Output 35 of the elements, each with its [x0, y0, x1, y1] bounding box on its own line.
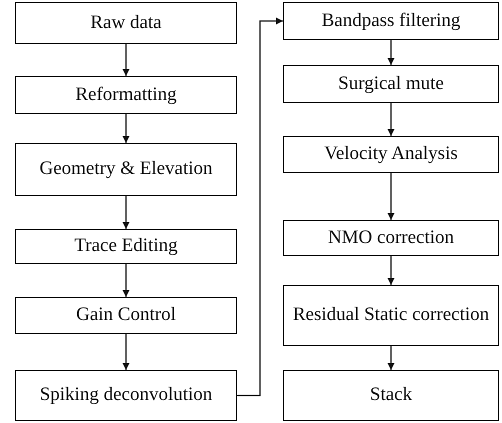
step-label: Surgical mute — [338, 74, 444, 94]
arrow — [388, 346, 394, 370]
arrow — [388, 256, 394, 285]
step-label: Geometry & Elevation — [39, 159, 213, 180]
arrow — [122, 264, 130, 297]
process-box — [283, 370, 499, 421]
arrow — [122, 44, 130, 76]
step-label: Bandpass filtering — [322, 10, 460, 32]
arrow — [388, 103, 394, 136]
process-box — [283, 65, 499, 103]
arrow — [388, 40, 394, 65]
process-box — [15, 297, 237, 334]
step-label: Residual Static correction — [292, 305, 490, 326]
process-box — [15, 370, 237, 421]
process-box — [283, 285, 499, 346]
step-label: Stack — [370, 385, 412, 406]
step-label: Spiking deconvolution — [40, 385, 212, 406]
step-label: Gain Control — [76, 305, 176, 326]
step-label: Trace Editing — [74, 236, 178, 257]
arrow — [122, 114, 130, 143]
process-box — [283, 2, 499, 40]
process-box — [283, 136, 499, 173]
process-box — [15, 76, 237, 114]
arrow — [122, 196, 130, 229]
arrow — [122, 334, 130, 370]
process-box — [283, 220, 499, 256]
step-label: Velocity Analysis — [324, 144, 458, 165]
arrow — [237, 18, 283, 396]
process-box — [15, 143, 237, 196]
step-label: Reformatting — [75, 84, 177, 106]
step-label: NMO correction — [328, 228, 454, 248]
process-box — [15, 229, 237, 264]
process-box — [15, 2, 237, 44]
step-label: Raw data — [90, 12, 162, 34]
arrow — [388, 173, 394, 220]
